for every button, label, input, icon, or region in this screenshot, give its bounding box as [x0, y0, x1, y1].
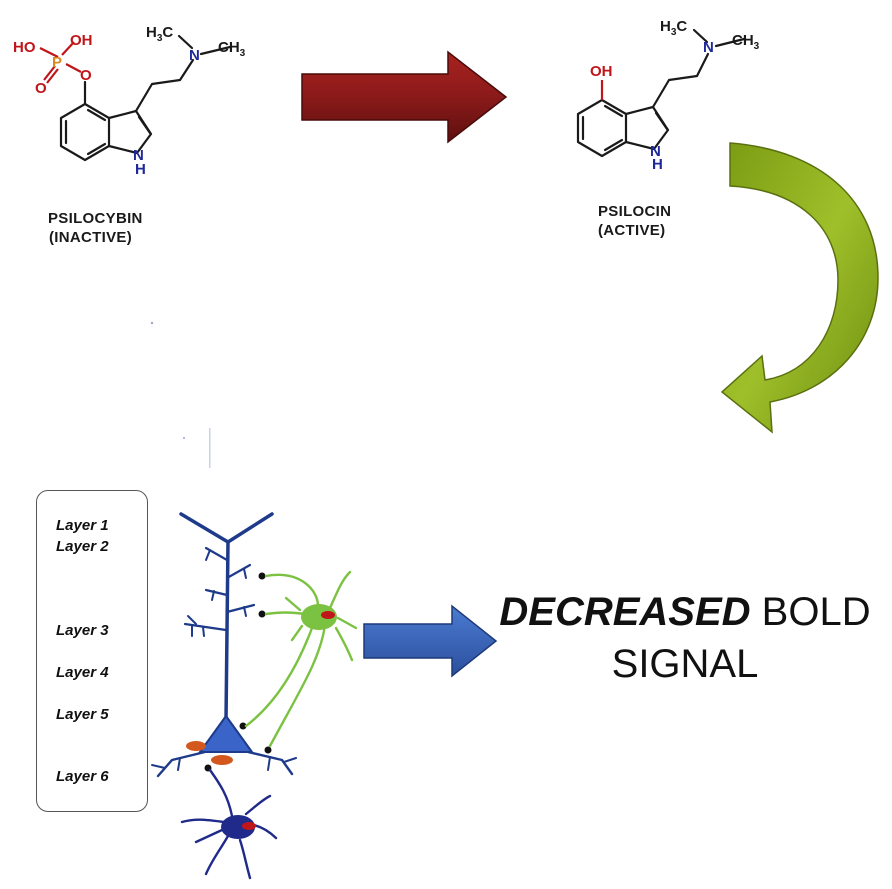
psilocin-atom-h3c: H3C — [660, 18, 687, 38]
receptor-left — [186, 741, 206, 751]
outcome-text: DECREASED BOLD SIGNAL — [490, 586, 880, 690]
synapse-terminal — [264, 746, 272, 754]
speck-dot — [183, 437, 185, 439]
speck-mark — [209, 428, 211, 468]
outcome-line-1: DECREASED BOLD — [490, 586, 880, 638]
cortical-layers-box — [36, 490, 148, 812]
psilocin-atom-nh-n: N — [650, 143, 661, 160]
curved-activation-arrow — [720, 142, 879, 434]
green-interneuron — [244, 570, 358, 748]
psilocybin-atom-ho: HO — [13, 39, 36, 56]
layer-label-2: Layer 2 — [56, 538, 109, 555]
psilocybin-atom-o-double: O — [35, 80, 47, 97]
psilocin-structure — [576, 28, 746, 158]
psilocybin-atom-p: P — [52, 54, 62, 71]
psilocin-label: PSILOCIN (ACTIVE) — [598, 202, 671, 240]
dephosphorylation-arrow — [301, 50, 508, 144]
psilocin-atom-ch3: CH3 — [732, 32, 760, 52]
psilocybin-atom-o-ester: O — [80, 67, 92, 84]
psilocin-state: (ACTIVE) — [598, 222, 666, 239]
layer-label-4: Layer 4 — [56, 664, 109, 681]
outcome-line-2: SIGNAL — [611, 642, 759, 686]
synapse-terminal — [258, 610, 266, 618]
psilocin-atom-n: N — [703, 39, 714, 56]
psilocybin-name: PSILOCYBIN — [48, 210, 143, 227]
outcome-bold-word: BOLD — [761, 590, 871, 634]
pyramidal-neuron — [151, 512, 297, 778]
psilocin-atom-nh-h: H — [652, 156, 663, 173]
psilocybin-atom-nh-h: H — [135, 161, 146, 178]
psilocin-name: PSILOCIN — [598, 203, 672, 220]
green-interneuron-soma — [301, 604, 337, 630]
psilocybin-atom-nh-n: N — [133, 147, 144, 164]
psilocybin-label: PSILOCYBIN (INACTIVE) — [48, 209, 143, 247]
pyramidal-soma — [198, 714, 254, 753]
psilocybin-state: (INACTIVE) — [49, 229, 132, 246]
synapse-terminal — [239, 722, 247, 730]
psilocin-atom-oh: OH — [590, 63, 613, 80]
speck-dot — [150, 321, 154, 325]
psilocybin-structure — [59, 34, 232, 162]
psilocybin-atom-oh: OH — [70, 32, 93, 49]
layer-label-1: Layer 1 — [56, 517, 109, 534]
psilocybin-atom-h3c: H3C — [146, 24, 173, 44]
psilocybin-atom-n: N — [189, 47, 200, 64]
synapse-terminal — [258, 572, 266, 580]
green-interneuron-receptor — [321, 611, 335, 619]
layer-label-6: Layer 6 — [56, 768, 109, 785]
layer-label-3: Layer 3 — [56, 622, 109, 639]
blue-interneuron-soma — [221, 815, 255, 839]
psilocybin-phosphate — [39, 41, 82, 84]
effect-arrow — [363, 604, 498, 678]
outcome-emphasis: DECREASED — [499, 590, 751, 634]
receptor-bottom — [211, 755, 233, 765]
psilocybin-atom-ch3: CH3 — [218, 39, 246, 59]
layer-label-5: Layer 5 — [56, 706, 109, 723]
blue-interneuron-receptor — [242, 822, 256, 830]
